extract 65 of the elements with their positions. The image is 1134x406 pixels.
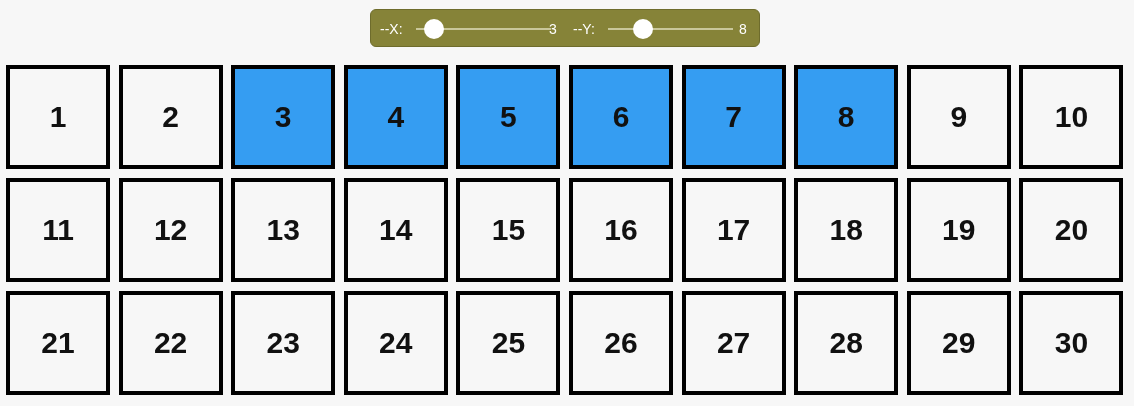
grid-cell — [343, 178, 448, 282]
cell-number: 1 — [49, 100, 67, 134]
cell-number: 3 — [274, 100, 292, 134]
cell-number: 30 — [1054, 326, 1089, 360]
cell-number: 12 — [153, 213, 188, 247]
grid-cell — [456, 291, 561, 395]
cell-number: 20 — [1054, 213, 1089, 247]
slider-label: --X: — [380, 20, 403, 38]
grid-cell — [906, 291, 1011, 395]
grid-cell — [456, 178, 561, 282]
grid-cell — [6, 178, 110, 282]
grid-cell — [569, 291, 673, 395]
grid-cell — [456, 65, 561, 169]
grid-cell — [794, 65, 899, 169]
cell-number: 6 — [612, 100, 630, 134]
grid-cell — [906, 65, 1011, 169]
cell-number: 21 — [41, 326, 75, 360]
cell-number: 4 — [387, 100, 405, 134]
cell-number: 2 — [162, 100, 179, 134]
cell-number: 9 — [950, 100, 968, 134]
grid-cell — [231, 178, 336, 282]
slider-panel — [370, 9, 760, 47]
cell-number: 23 — [266, 326, 300, 360]
grid-cell — [1019, 291, 1124, 395]
grid-cell — [343, 291, 448, 395]
cell-number: 27 — [716, 326, 751, 360]
cell-number: 10 — [1054, 100, 1089, 134]
cell-number: 29 — [942, 326, 976, 360]
cell-number: 15 — [491, 213, 526, 247]
slider-label: --Y: — [573, 20, 595, 38]
grid-cell — [118, 291, 223, 395]
grid-cell — [681, 178, 786, 282]
grid-cell — [6, 291, 110, 395]
cell-number: 18 — [829, 213, 863, 247]
cell-number: 25 — [491, 326, 526, 360]
grid-cell — [569, 178, 673, 282]
cell-number: 14 — [379, 213, 413, 247]
grid-cell — [231, 291, 336, 395]
slider-value: 3 — [549, 20, 557, 38]
grid-cell — [343, 65, 448, 169]
grid-cell — [231, 65, 336, 169]
cell-number: 11 — [42, 213, 74, 247]
cell-number: 19 — [942, 213, 976, 247]
grid-cell — [681, 291, 786, 395]
cell-number: 13 — [266, 213, 300, 247]
cell-number: 26 — [604, 326, 638, 360]
cell-number: 8 — [837, 100, 855, 134]
slider-value: 8 — [739, 20, 747, 38]
grid-cell — [906, 178, 1011, 282]
grid-cell — [118, 178, 223, 282]
grid-cell — [569, 65, 673, 169]
grid-cell — [1019, 178, 1124, 282]
grid-cell — [118, 65, 223, 169]
cell-number: 7 — [725, 100, 742, 134]
cell-number: 24 — [379, 326, 413, 360]
cell-number: 22 — [153, 326, 188, 360]
cell-number: 16 — [604, 213, 638, 247]
grid-cell — [1019, 65, 1124, 169]
cell-number: 28 — [829, 326, 863, 360]
grid-cell — [6, 65, 110, 169]
cell-number: 5 — [500, 100, 517, 134]
grid-cell — [794, 178, 899, 282]
grid-cell — [681, 65, 786, 169]
cell-number: 17 — [716, 213, 751, 247]
grid-cell — [794, 291, 899, 395]
